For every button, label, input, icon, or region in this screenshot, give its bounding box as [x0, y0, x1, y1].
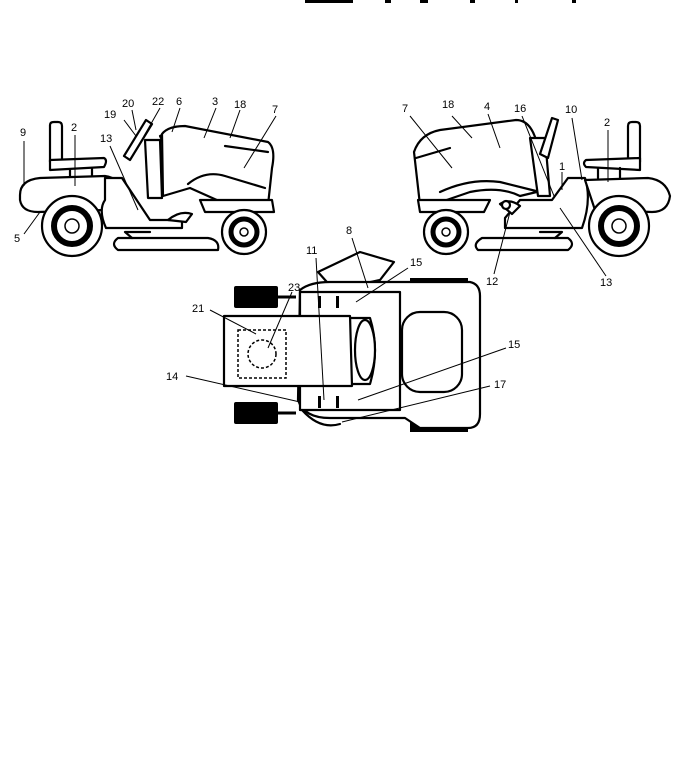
callout-21: 21 [192, 303, 204, 315]
callout-20: 20 [122, 98, 134, 110]
callout-17: 17 [494, 379, 506, 391]
callout-6: 6 [176, 96, 182, 108]
callout-labels-right: 7 18 4 16 10 2 1 12 13 [402, 99, 612, 289]
callout-2: 2 [604, 117, 610, 129]
callout-22: 22 [152, 96, 164, 108]
callout-9: 9 [20, 127, 26, 139]
callout-10: 10 [565, 104, 577, 116]
callout-3: 3 [212, 96, 218, 108]
callout-19: 19 [104, 109, 116, 121]
callout-1: 1 [559, 161, 565, 173]
callout-18: 18 [442, 99, 454, 111]
callout-16: 16 [514, 103, 526, 115]
callout-18: 18 [234, 99, 246, 111]
callout-15: 15 [508, 339, 520, 351]
callout-11: 11 [306, 245, 317, 257]
tractor-top-view [222, 250, 482, 432]
callout-5: 5 [14, 233, 20, 245]
callout-7: 7 [272, 104, 278, 116]
leader-lines [23, 107, 609, 423]
callout-12: 12 [486, 276, 498, 288]
callout-labels-left: 9 2 13 19 20 22 6 3 18 7 5 [14, 96, 278, 245]
callout-14: 14 [166, 371, 178, 383]
tractor-right-side-view [412, 116, 672, 258]
callout-7: 7 [402, 103, 408, 115]
tractor-left-side-view [18, 118, 276, 258]
callout-4: 4 [484, 101, 490, 113]
callout-2: 2 [71, 122, 77, 134]
callout-labels-top: 11 8 15 23 21 15 14 17 [166, 225, 520, 391]
callout-8: 8 [346, 225, 352, 237]
top-edge-artifact [305, 0, 576, 3]
callout-13: 13 [600, 277, 612, 289]
callout-15: 15 [410, 257, 422, 269]
callout-13: 13 [100, 133, 112, 145]
callout-23: 23 [288, 282, 300, 294]
